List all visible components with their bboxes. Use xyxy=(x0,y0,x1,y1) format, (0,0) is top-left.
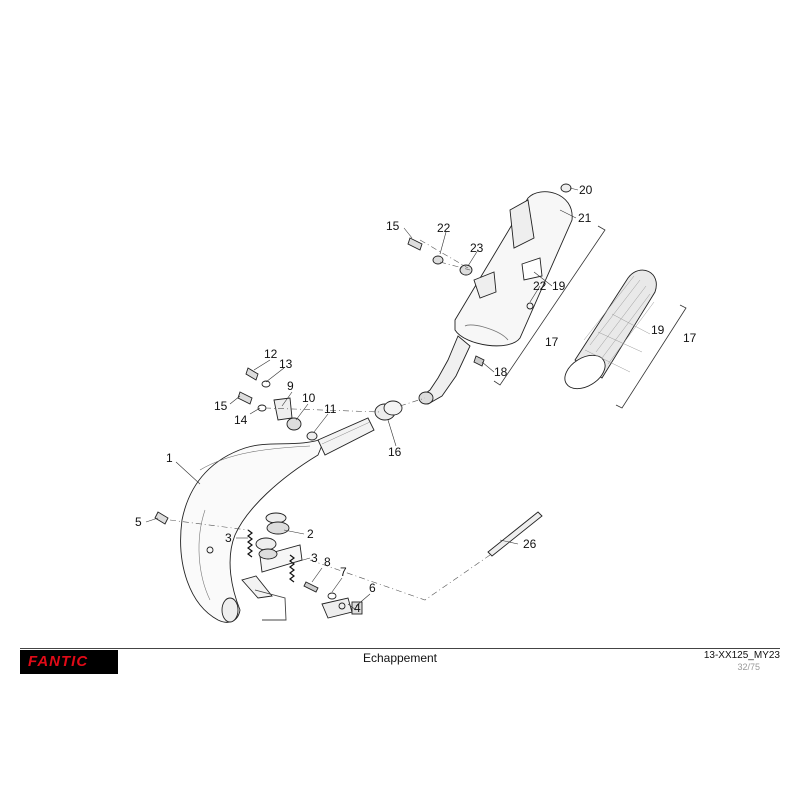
part-grommets xyxy=(255,512,290,560)
callout-3: 3 xyxy=(225,531,232,545)
callout-labels: 1 2 3 3 4 5 6 7 8 9 10 11 12 13 14 15 15… xyxy=(135,183,697,615)
brand-logo: FANTIC xyxy=(20,650,118,674)
group-brackets xyxy=(493,225,687,409)
part-bolt-5 xyxy=(154,511,169,525)
footer-divider xyxy=(20,648,780,649)
callout-19: 19 xyxy=(651,323,665,337)
part-packing-sleeve xyxy=(564,269,657,390)
part-rod xyxy=(487,511,543,557)
callout-3: 3 xyxy=(311,551,318,565)
callout-14: 14 xyxy=(234,413,248,427)
assembly-axes xyxy=(169,239,491,601)
callout-15: 15 xyxy=(386,219,400,233)
callout-13: 13 xyxy=(279,357,293,371)
callout-26: 26 xyxy=(523,537,537,551)
brand-logo-text: FANTIC xyxy=(28,653,89,670)
callout-23: 23 xyxy=(470,241,484,255)
callout-16: 16 xyxy=(388,445,402,459)
callout-4: 4 xyxy=(354,601,361,615)
callout-20: 20 xyxy=(579,183,593,197)
part-springs xyxy=(247,529,295,583)
model-code: 13-XX125_MY23 xyxy=(703,650,780,661)
part-lower-mount xyxy=(303,581,363,619)
part-coupling xyxy=(374,400,403,421)
callout-7: 7 xyxy=(340,565,347,579)
callout-22: 22 xyxy=(437,221,451,235)
page-number: 32/75 xyxy=(737,662,760,672)
callout-18: 18 xyxy=(494,365,508,379)
callout-21: 21 xyxy=(578,211,592,225)
leader-lines xyxy=(145,187,579,611)
callout-5: 5 xyxy=(135,515,142,529)
callout-19: 19 xyxy=(552,279,566,293)
callout-17: 17 xyxy=(683,331,697,345)
callout-22: 22 xyxy=(533,279,547,293)
callout-1: 1 xyxy=(166,451,173,465)
callout-12: 12 xyxy=(264,347,278,361)
callout-2: 2 xyxy=(307,527,314,541)
callout-8: 8 xyxy=(324,555,331,569)
callout-17: 17 xyxy=(545,335,559,349)
callout-9: 9 xyxy=(287,379,294,393)
callout-15: 15 xyxy=(214,399,228,413)
part-expansion-chamber xyxy=(180,417,375,623)
callout-6: 6 xyxy=(369,581,376,595)
callout-10: 10 xyxy=(302,391,316,405)
part-silencer xyxy=(418,191,573,405)
part-silencer-fasteners xyxy=(407,183,572,367)
section-title: Echappement xyxy=(362,651,438,665)
callout-11: 11 xyxy=(324,402,337,416)
